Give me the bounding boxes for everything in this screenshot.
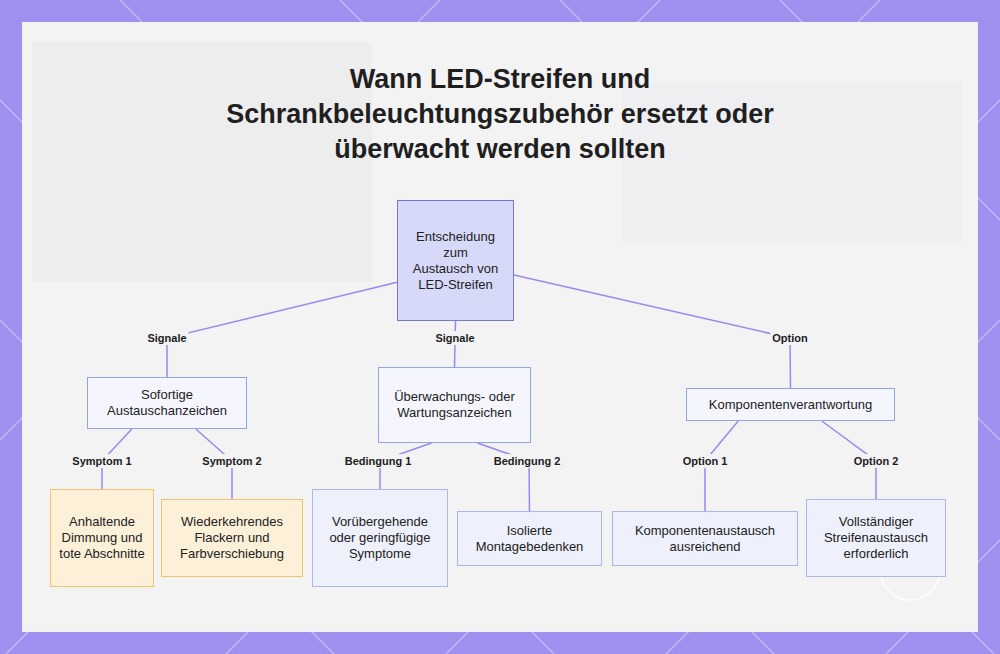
edge-label: Bedingung 2 — [492, 454, 563, 468]
edge-label: Signale — [145, 331, 188, 345]
node-text: Anhaltende Dimmung und tote Abschnitte — [59, 514, 145, 562]
edge-label: Bedingung 1 — [343, 454, 414, 468]
process-box: Überwachungs- oder Wartungsanzeichen — [378, 367, 531, 443]
edge-label: Option — [770, 331, 809, 345]
node-text: Komponentenaustausch ausreichend — [621, 523, 789, 555]
process-box: Komponentenverantwortung — [686, 388, 895, 421]
process-box: Wiederkehrendes Flackern und Farbverschi… — [161, 499, 303, 577]
node-text: Sofortige Austauschanzeichen — [96, 387, 238, 419]
process-box: Isolierte Montagebedenken — [457, 511, 602, 566]
connector-line — [167, 282, 397, 377]
edge-label: Signale — [433, 331, 476, 345]
node-text: Entscheidung zum Austausch von LED-Strei… — [412, 229, 499, 293]
node-text: Isolierte Montagebedenken — [466, 523, 593, 555]
edge-label: Option 2 — [852, 454, 901, 468]
edge-label: Option 1 — [681, 454, 730, 468]
connector-line — [514, 275, 791, 388]
node-text: Überwachungs- oder Wartungsanzeichen — [387, 389, 522, 421]
node-text: Vorübergehende oder geringfügige Symptom… — [321, 514, 439, 562]
process-box: Vorübergehende oder geringfügige Symptom… — [312, 489, 448, 587]
edge-label: Symptom 2 — [200, 454, 263, 468]
diagram-title: Wann LED-Streifen und Schrankbeleuchtung… — [220, 62, 780, 167]
process-box: Anhaltende Dimmung und tote Abschnitte — [50, 489, 154, 587]
process-box: Komponentenaustausch ausreichend — [612, 511, 798, 566]
node-text: Wiederkehrendes Flackern und Farbverschi… — [170, 514, 294, 562]
edge-label: Symptom 1 — [70, 454, 133, 468]
node-text: Vollständiger Streifenaustausch erforder… — [815, 514, 937, 562]
process-box: Vollständiger Streifenaustausch erforder… — [806, 499, 946, 577]
root-box: Entscheidung zum Austausch von LED-Strei… — [397, 200, 514, 321]
node-text: Komponentenverantwortung — [709, 397, 872, 413]
process-box: Sofortige Austauschanzeichen — [87, 377, 247, 429]
